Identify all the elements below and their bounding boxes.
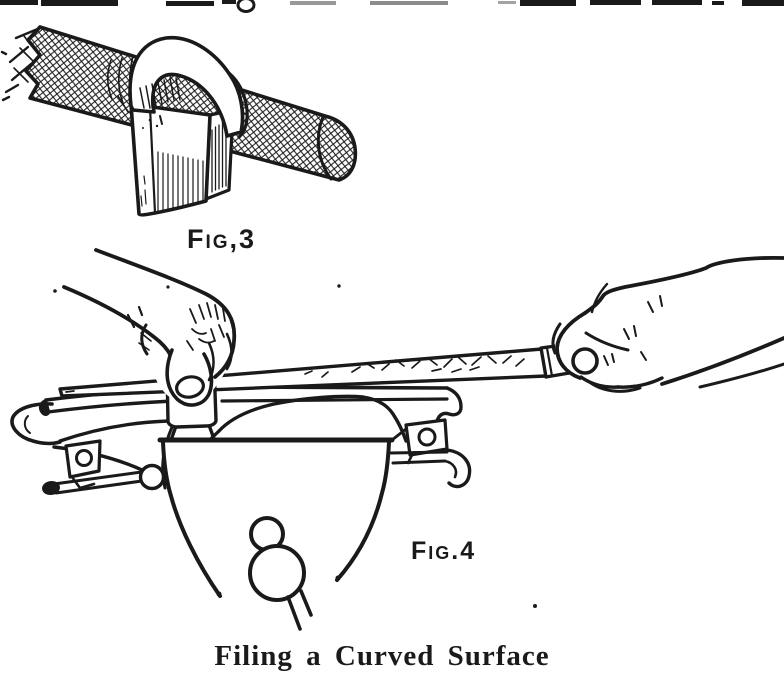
figure-caption: Filing a Curved Surface xyxy=(214,640,550,672)
file-texture xyxy=(65,355,525,393)
clamp-fold-line xyxy=(148,105,157,215)
clamp-back-leg-hatch xyxy=(211,116,227,193)
clamp-band-shading xyxy=(139,77,181,125)
right-hand xyxy=(551,255,784,393)
vise-jaw xyxy=(157,437,395,598)
clamp-strip-shading xyxy=(140,151,204,212)
figure3-label: Fig,3 xyxy=(187,224,257,254)
right-hand-marks xyxy=(603,295,663,366)
clipped-text-line xyxy=(0,0,784,13)
figure3-drawing xyxy=(0,25,358,217)
vise-handle xyxy=(248,516,313,631)
file-body xyxy=(24,25,358,182)
thumb-edge xyxy=(140,323,149,356)
handle-bolster xyxy=(571,347,599,375)
vise-screw xyxy=(42,463,166,496)
workpiece-beak xyxy=(10,402,62,446)
ink-specks xyxy=(53,284,537,608)
fingernail xyxy=(175,375,205,399)
knuckle-scribbles xyxy=(186,302,234,351)
clamp-band-specks xyxy=(142,118,159,129)
file-end-cap xyxy=(316,115,333,181)
figure4-label: Fig.4 xyxy=(411,537,477,565)
workpiece-right-end xyxy=(431,386,463,431)
figure4-drawing xyxy=(10,248,784,631)
vise-hook xyxy=(389,448,472,489)
left-hand xyxy=(62,248,237,407)
clamp-band xyxy=(128,35,245,138)
file-ragged-end xyxy=(0,26,42,102)
vise-bracket-left xyxy=(64,439,102,490)
